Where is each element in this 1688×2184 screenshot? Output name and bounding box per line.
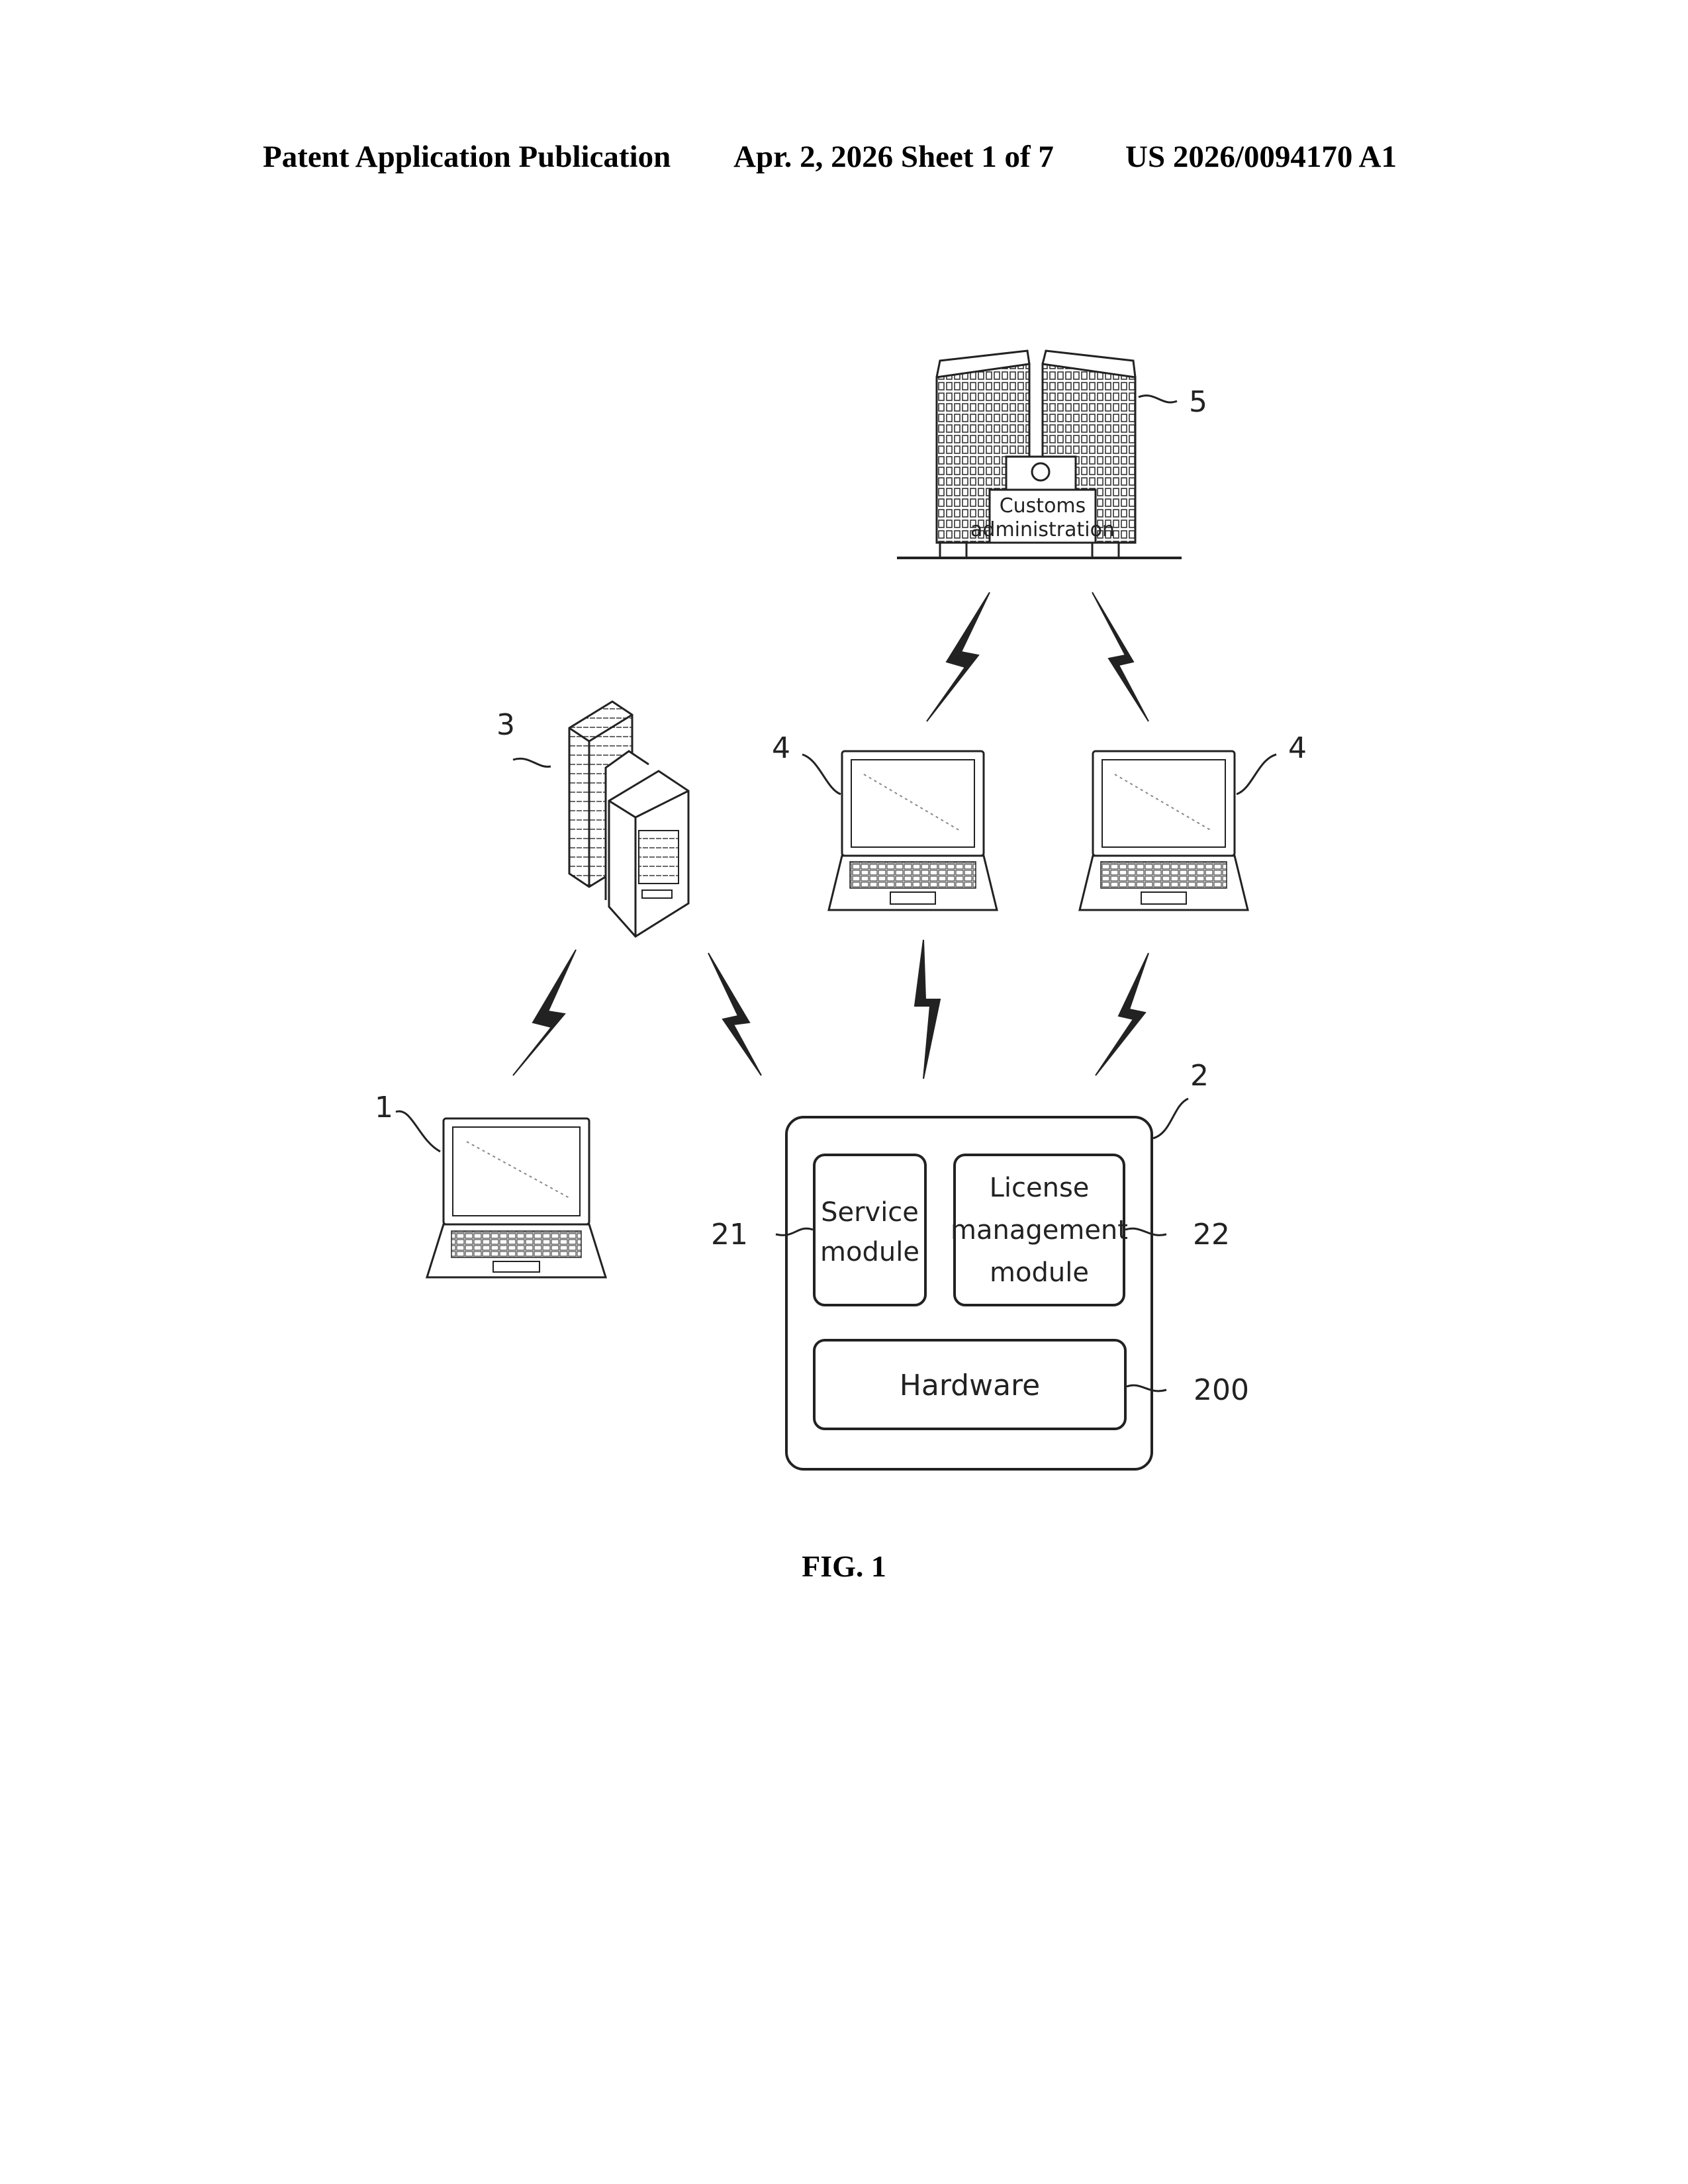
laptop-right-icon bbox=[1080, 751, 1248, 910]
license-module-line2: management bbox=[951, 1215, 1128, 1246]
hardware-label: Hardware bbox=[900, 1369, 1040, 1402]
leader-line-5 bbox=[1139, 396, 1177, 402]
lightning-bolt-icon bbox=[513, 950, 576, 1075]
ref-5: 5 bbox=[1189, 385, 1207, 419]
figure-caption: FIG. 1 bbox=[0, 1549, 1688, 1584]
ref-22: 22 bbox=[1193, 1218, 1230, 1251]
lightning-bolt-icon bbox=[927, 592, 990, 721]
leader-line-1 bbox=[396, 1111, 440, 1152]
ref-1: 1 bbox=[375, 1091, 393, 1124]
service-module-box bbox=[814, 1155, 925, 1305]
lightning-bolt-icon bbox=[915, 940, 940, 1079]
laptop-left-icon bbox=[829, 751, 997, 910]
leader-line-3 bbox=[513, 758, 551, 766]
service-module-line1: Service bbox=[821, 1197, 919, 1228]
leader-line-2 bbox=[1153, 1099, 1188, 1138]
ref-21: 21 bbox=[711, 1218, 748, 1251]
lightning-bolt-icon bbox=[1096, 953, 1149, 1075]
ref-4-right: 4 bbox=[1288, 731, 1307, 765]
license-module-line1: License bbox=[990, 1173, 1090, 1203]
service-module-line2: module bbox=[820, 1237, 919, 1267]
building-sign-line1: Customs bbox=[1000, 494, 1086, 518]
ref-200: 200 bbox=[1194, 1373, 1249, 1407]
ref-4-left: 4 bbox=[772, 731, 790, 765]
license-module-line3: module bbox=[990, 1257, 1089, 1288]
lightning-bolt-icon bbox=[708, 953, 761, 1075]
leader-line-4b bbox=[1237, 754, 1276, 794]
lightning-bolt-icon bbox=[1092, 592, 1149, 721]
building-sign-line2: administration bbox=[970, 518, 1115, 541]
client-laptop-icon bbox=[427, 1118, 606, 1277]
server-icon bbox=[569, 702, 688, 936]
ref-3: 3 bbox=[496, 708, 515, 742]
leader-line-4a bbox=[802, 754, 841, 794]
ref-2: 2 bbox=[1190, 1059, 1209, 1093]
